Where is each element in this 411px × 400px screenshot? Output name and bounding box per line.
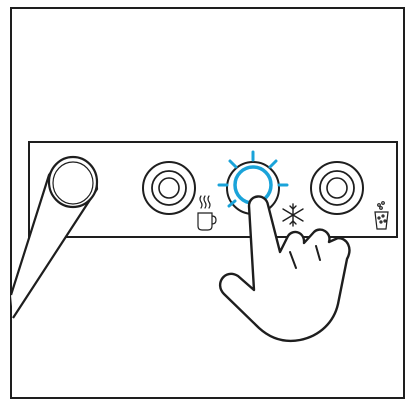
- hot-water-button[interactable]: [142, 161, 196, 215]
- hot-cup-icon: [197, 195, 217, 231]
- cabinet-frame: [10, 7, 405, 399]
- snowflake-icon: [282, 203, 304, 227]
- bubbles-glass-icon: [374, 201, 389, 230]
- pointing-hand: [218, 195, 351, 342]
- sparkling-water-button[interactable]: [310, 161, 364, 215]
- control-panel: [28, 141, 398, 238]
- press-glow-rays: [217, 150, 289, 208]
- dispenser-lever: [9, 155, 99, 319]
